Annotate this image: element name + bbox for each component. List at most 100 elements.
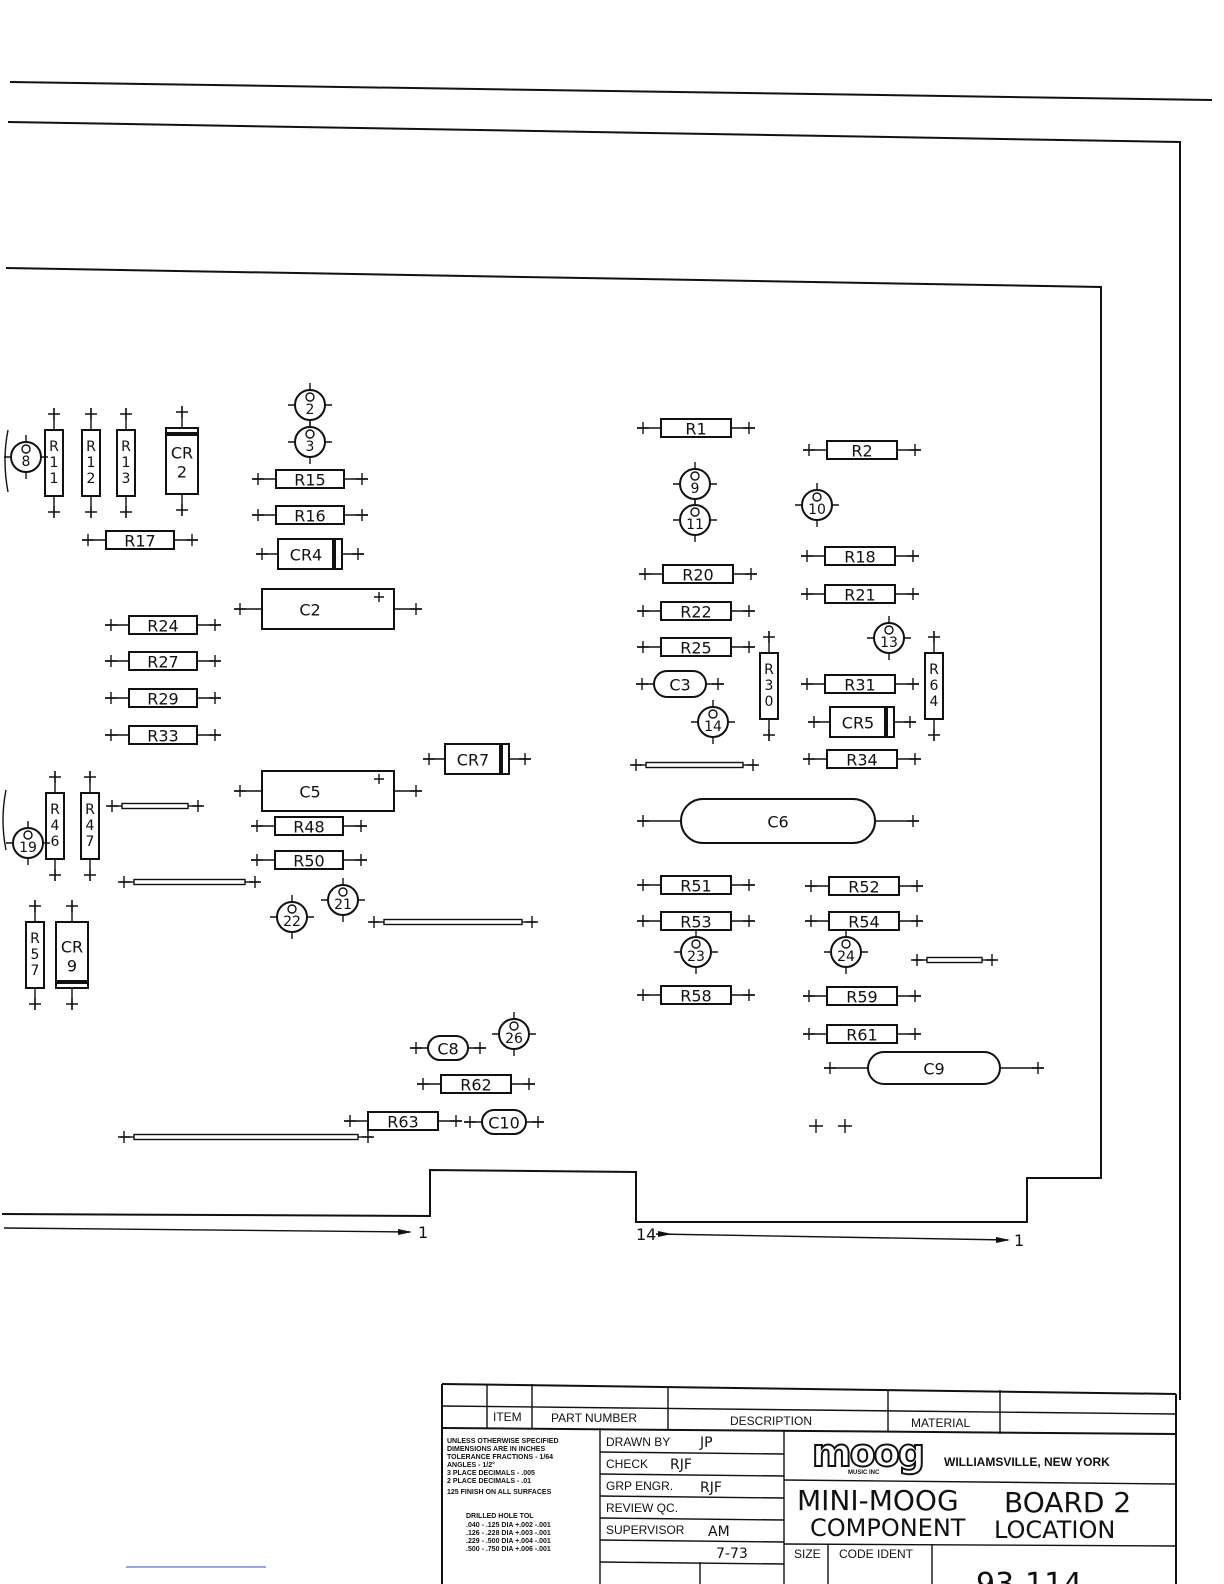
grp-engr-value: RJF	[700, 1480, 722, 1496]
resistor-r11: R11	[44, 408, 64, 518]
component-label: R59	[846, 988, 877, 1007]
component-label: R17	[124, 532, 155, 551]
transistor-q10: 10	[795, 483, 839, 527]
component-label: CR4	[290, 546, 322, 565]
logo-subtitle: MUSIC INC	[848, 1470, 880, 1476]
jumper-wire	[106, 800, 204, 812]
title-block: ITEM PART NUMBER DESCRIPTION MATERIAL UN…	[441, 1383, 1177, 1584]
capacitor-c10: C10	[464, 1109, 544, 1135]
resistor-r18: R18	[801, 546, 919, 567]
component-label: R31	[844, 676, 875, 695]
component-label: R2	[851, 442, 872, 461]
component-label: R51	[680, 877, 711, 896]
transistor-q22: 22	[270, 895, 314, 939]
component-label: 2	[306, 402, 315, 418]
transistor-q3: 3	[288, 420, 332, 464]
component-label: C9	[923, 1060, 944, 1079]
mount-marks	[809, 1119, 852, 1133]
component-label: 22	[283, 914, 301, 930]
drawing-title-line2: COMPONENT	[810, 1514, 966, 1542]
component-label: 1	[122, 455, 131, 471]
component-label: R21	[844, 586, 875, 605]
drill-line: DRILLED HOLE TOL	[466, 1513, 534, 1520]
header-material: MATERIAL	[911, 1416, 970, 1430]
drill-line: .229 - .500 DIA +.004 -.001	[466, 1538, 551, 1545]
component-label: R53	[680, 913, 711, 932]
tolerance-line: ANGLES - 1/2°	[447, 1461, 495, 1469]
component-label: 3	[122, 471, 131, 487]
component-label: 24	[837, 949, 855, 965]
resistor-r20: R20	[639, 564, 757, 585]
resistor-r15: R15	[252, 469, 368, 490]
component-label: 10	[808, 502, 826, 518]
transistor-q26: 26	[492, 1012, 536, 1056]
component-label: 6	[51, 834, 60, 850]
component-label: R20	[682, 566, 713, 585]
resistor-r30: R30	[759, 631, 779, 741]
resistor-r34: R34	[803, 749, 921, 770]
size-label: SIZE	[794, 1547, 821, 1561]
transistor-q24: 24	[824, 930, 868, 974]
moog-logo: moog MUSIC INC	[811, 1430, 926, 1476]
jumper-wire	[368, 916, 538, 928]
component-label: 14	[704, 719, 722, 735]
resistor-r33: R33	[105, 725, 221, 746]
component-label: R16	[294, 507, 325, 526]
drawn-by-label: DRAWN BY	[606, 1435, 670, 1449]
tolerance-line: UNLESS OTHERWISE SPECIFIED	[447, 1438, 559, 1445]
resistor-r27: R27	[105, 651, 221, 672]
component-label: 1	[50, 455, 59, 471]
component-label: CR	[61, 938, 83, 957]
resistor-r59: R59	[803, 986, 921, 1007]
tolerance-line: DIMENSIONS ARE IN INCHES	[447, 1446, 545, 1453]
component-label: C6	[767, 813, 788, 832]
resistor-r53: R53	[637, 911, 755, 932]
resistor-r57: R57	[25, 900, 45, 1010]
drawing-number: 93-114	[976, 1567, 1082, 1584]
component-label: 23	[687, 949, 705, 965]
component-label: R34	[846, 751, 877, 770]
component-label: 3	[306, 439, 315, 455]
diode-cr4: CR4	[256, 538, 364, 570]
edge-marker-14: 14	[636, 1225, 656, 1244]
code-ident-label: CODE IDENT	[839, 1547, 914, 1561]
resistor-r62: R62	[417, 1074, 535, 1095]
transistor-q11: 11	[673, 498, 717, 542]
component-label: R	[85, 802, 95, 818]
capacitor-c5: C5	[234, 770, 422, 812]
component-label: R1	[685, 420, 706, 439]
drawing-title-line1: MINI-MOOG	[797, 1484, 959, 1517]
component-label: R	[929, 662, 939, 678]
component-label: R	[121, 439, 131, 455]
resistor-r1: R1	[637, 418, 755, 439]
header-part-number: PART NUMBER	[551, 1411, 637, 1425]
jumper-wire	[118, 1131, 374, 1143]
review-qc-label: REVIEW QC.	[606, 1501, 678, 1515]
component-label: 4	[86, 818, 95, 834]
component-label: 6	[930, 678, 939, 694]
component-label: R22	[680, 603, 711, 622]
tolerance-notes: UNLESS OTHERWISE SPECIFIED DIMENSIONS AR…	[447, 1438, 559, 1496]
component-label: 1	[87, 455, 96, 471]
sheet-border	[7, 81, 1213, 1400]
resistor-r46: R46	[45, 771, 65, 881]
component-label: CR7	[457, 751, 489, 770]
transistor-q8: 8	[4, 435, 48, 479]
company-location: WILLIAMSVILLE, NEW YORK	[944, 1455, 1110, 1469]
resistor-r13: R13	[116, 408, 136, 518]
resistor-r48: R48	[251, 816, 367, 837]
transistor-q23: 23	[674, 930, 718, 974]
resistor-r50: R50	[251, 850, 367, 871]
component-label: R61	[846, 1026, 877, 1045]
drill-line: .040 - .125 DIA +.002 -.001	[466, 1522, 551, 1529]
component-label: 0	[765, 694, 774, 710]
resistor-r54: R54	[805, 911, 923, 932]
component-label: 19	[19, 840, 37, 856]
drawing-title-location: LOCATION	[994, 1516, 1115, 1544]
component-label: R48	[293, 818, 324, 837]
resistor-r31: R31	[801, 674, 919, 695]
component-label: CR	[171, 444, 193, 463]
transistor-q14: 14	[691, 700, 735, 744]
jumper-wire	[118, 876, 261, 888]
tolerance-line: 3 PLACE DECIMALS - .005	[447, 1470, 535, 1477]
